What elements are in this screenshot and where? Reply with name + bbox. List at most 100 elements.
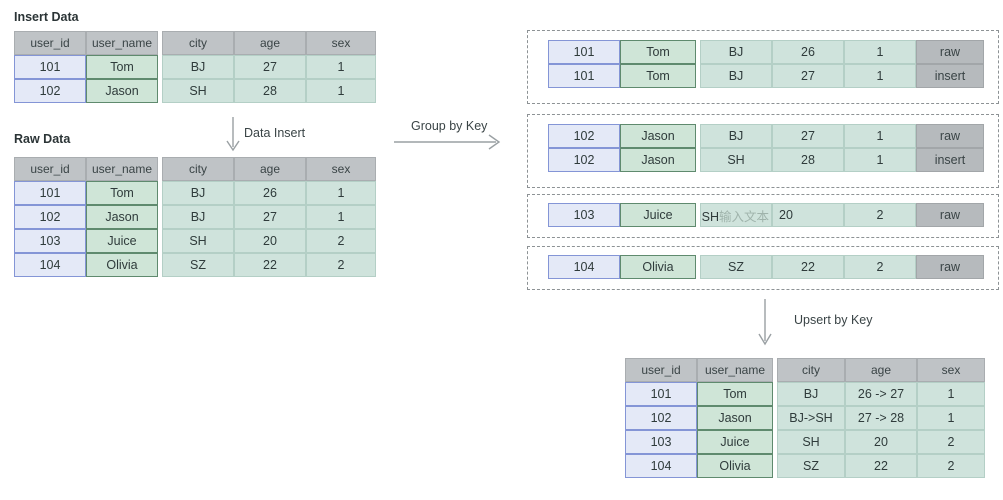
column-gutter [773, 454, 777, 478]
column-header-city: city [162, 31, 234, 55]
table-row: 102 Jason SH 28 1 [14, 79, 376, 103]
cell-sex: 2 [306, 253, 376, 277]
cell-age: 27 [234, 55, 306, 79]
column-gutter [773, 406, 777, 430]
cell-user-id: 104 [548, 255, 620, 279]
column-header-sex: sex [306, 157, 376, 181]
column-gutter [158, 31, 162, 55]
cell-age: 26 -> 27 [845, 382, 917, 406]
cell-city: BJ [777, 382, 845, 406]
column-gutter [773, 358, 777, 382]
insert-data-title: Insert Data [14, 10, 79, 24]
cell-age: 28 [772, 148, 844, 172]
cell-user-id: 102 [14, 79, 86, 103]
cell-user-name: Olivia [620, 255, 696, 279]
table-row: 104 Olivia SZ 22 2 [625, 454, 985, 478]
cell-user-name: Olivia [86, 253, 158, 277]
table-row: 102 Jason SH 28 1 insert [548, 148, 984, 172]
cell-age: 27 [772, 124, 844, 148]
table-row: 103 Juice SH输入文本 20 2 raw [548, 203, 984, 227]
cell-user-id: 101 [625, 382, 697, 406]
cell-sex: 1 [917, 382, 985, 406]
cell-age: 22 [845, 454, 917, 478]
cell-user-name: Tom [620, 40, 696, 64]
cell-city: SH输入文本 [700, 203, 772, 227]
column-gutter [158, 157, 162, 181]
cell-sex: 2 [917, 454, 985, 478]
cell-user-name: Juice [697, 430, 773, 454]
cell-user-name: Tom [620, 64, 696, 88]
cell-sex: 2 [306, 229, 376, 253]
cell-age: 20 [772, 203, 844, 227]
column-header-age: age [845, 358, 917, 382]
cell-row-flag: insert [916, 64, 984, 88]
table-row: 101 Tom BJ 27 1 insert [548, 64, 984, 88]
insert-data-table: user_id user_name city age sex 101 Tom B… [14, 31, 376, 103]
table-row: 102 Jason BJ 27 1 [14, 205, 376, 229]
column-gutter [773, 430, 777, 454]
column-header-user-id: user_id [625, 358, 697, 382]
cell-sex: 2 [917, 430, 985, 454]
table-header-row: user_id user_name city age sex [14, 31, 376, 55]
cell-sex: 1 [306, 181, 376, 205]
column-gutter [158, 79, 162, 103]
cell-city: SH [777, 430, 845, 454]
cell-age: 27 [234, 205, 306, 229]
raw-data-table: user_id user_name city age sex 101 Tom B… [14, 157, 376, 277]
column-gutter [696, 148, 700, 172]
cell-city: SZ [700, 255, 772, 279]
cell-city: BJ [162, 181, 234, 205]
cell-age: 20 [234, 229, 306, 253]
column-gutter [158, 229, 162, 253]
column-header-sex: sex [917, 358, 985, 382]
cell-user-id: 102 [625, 406, 697, 430]
cell-age: 28 [234, 79, 306, 103]
table-row: 101 Tom BJ 26 -> 27 1 [625, 382, 985, 406]
table-row: 102 Jason BJ 27 1 raw [548, 124, 984, 148]
column-gutter [696, 203, 700, 227]
cell-row-flag: raw [916, 40, 984, 64]
cell-city: BJ [162, 205, 234, 229]
group-by-key-arrow-icon [394, 134, 501, 150]
upsert-by-key-label: Upsert by Key [794, 313, 873, 327]
cell-sex: 1 [844, 148, 916, 172]
table-row: 101 Tom BJ 27 1 [14, 55, 376, 79]
cell-user-name: Jason [620, 148, 696, 172]
table-header-row: user_id user_name city age sex [625, 358, 985, 382]
cell-sex: 1 [844, 40, 916, 64]
column-header-city: city [777, 358, 845, 382]
cell-user-id: 101 [14, 181, 86, 205]
cell-user-id: 103 [548, 203, 620, 227]
cell-city: SH [162, 79, 234, 103]
cell-user-id: 102 [14, 205, 86, 229]
cell-city: SH [700, 148, 772, 172]
column-header-age: age [234, 31, 306, 55]
data-insert-arrow-icon [226, 117, 240, 152]
table-row: 104 Olivia SZ 22 2 [14, 253, 376, 277]
cell-user-name: Jason [697, 406, 773, 430]
group-table-104: 104 Olivia SZ 22 2 raw [548, 255, 984, 279]
cell-user-name: Tom [86, 181, 158, 205]
column-header-city: city [162, 157, 234, 181]
cell-age: 26 [772, 40, 844, 64]
cell-city-placeholder-text: 输入文本 [718, 209, 769, 224]
cell-user-name: Juice [620, 203, 696, 227]
column-gutter [158, 253, 162, 277]
cell-row-flag: raw [916, 203, 984, 227]
cell-city-value: SH [701, 209, 719, 224]
cell-user-name: Juice [86, 229, 158, 253]
result-table: user_id user_name city age sex 101 Tom B… [625, 358, 985, 478]
cell-city: BJ [162, 55, 234, 79]
cell-user-id: 101 [548, 40, 620, 64]
cell-city: BJ [700, 124, 772, 148]
cell-city: BJ->SH [777, 406, 845, 430]
cell-user-name: Jason [86, 205, 158, 229]
cell-user-id: 102 [548, 124, 620, 148]
cell-city: BJ [700, 64, 772, 88]
upsert-by-key-arrow-icon [758, 299, 772, 346]
column-gutter [773, 382, 777, 406]
group-table-102: 102 Jason BJ 27 1 raw 102 Jason SH 28 1 … [548, 124, 984, 172]
table-row: 104 Olivia SZ 22 2 raw [548, 255, 984, 279]
table-header-row: user_id user_name city age sex [14, 157, 376, 181]
cell-sex: 2 [844, 203, 916, 227]
